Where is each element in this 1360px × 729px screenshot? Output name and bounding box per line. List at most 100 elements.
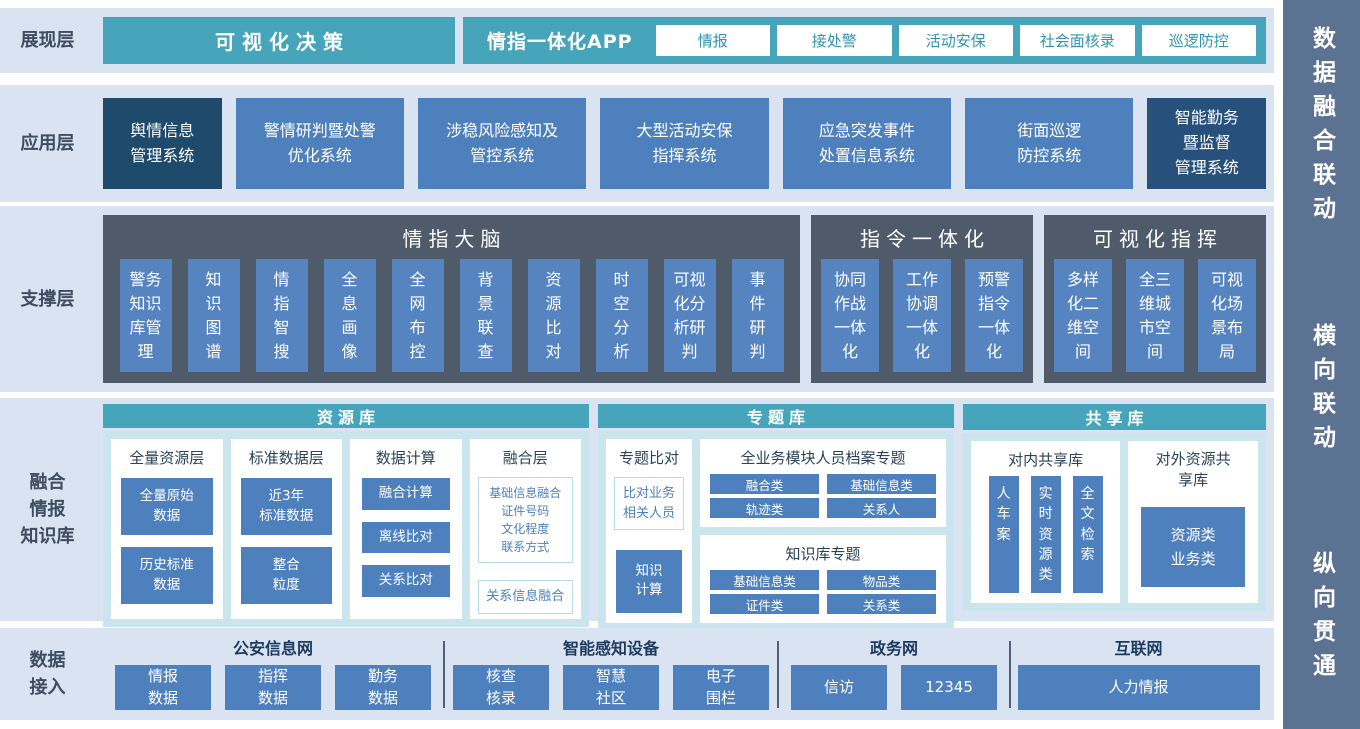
knowledge-content: 资源库 全量资源层 全量原始 数据 历史标准 数据 标准数据层 近3年 标准数据… bbox=[95, 398, 1274, 631]
box-command-data: 指挥 数据 bbox=[225, 665, 321, 710]
access-divider-2 bbox=[777, 641, 779, 708]
panel-external-share-header: 对外资源共 享库 bbox=[1155, 450, 1231, 489]
brain-item-smart-search: 情 指 智 搜 bbox=[255, 259, 308, 372]
pill-trajectory-class: 轨迹类 bbox=[710, 498, 819, 518]
app-button-event-security[interactable]: 活动安保 bbox=[898, 25, 1014, 56]
smart-sensing-boxes: 核查 核录 智慧 社区 电子 围栏 bbox=[445, 665, 777, 710]
panel-person-archive-header: 全业务模块人员档案专题 bbox=[740, 449, 906, 467]
pill-kb-relations: 关系类 bbox=[827, 594, 936, 614]
app-button-social-check[interactable]: 社会面核录 bbox=[1020, 25, 1135, 56]
cmd-item-warning-order: 预警 指令 一体 化 bbox=[965, 259, 1023, 372]
box-offline-compare: 离线比对 bbox=[362, 521, 450, 554]
layer-label-presentation: 展现层 bbox=[20, 30, 75, 51]
box-realtime-resource: 实 时 资 源 类 bbox=[1030, 476, 1061, 593]
col-topic-compare-header: 专题比对 bbox=[618, 449, 679, 467]
group-internet: 互联网 人力情报 bbox=[1011, 633, 1266, 710]
layer-label-access: 数据 接入 bbox=[29, 650, 66, 698]
integrated-app-bar: 情指一体化APP 情报 接处警 活动安保 社会面核录 巡逻防控 bbox=[463, 17, 1266, 64]
viz-item-scene-layout: 可视 化场 景布 局 bbox=[1198, 259, 1256, 372]
app-button-patrol[interactable]: 巡逻防控 bbox=[1141, 25, 1256, 56]
group-gov-network-header: 政务网 bbox=[869, 639, 918, 658]
section-topic-lib: 专题库 专题比对 比对业务 相关人员 知识 计算 全业务模块人员档案专题 融合类… bbox=[598, 404, 954, 631]
rail-label-horizontal-link: 横向联动 bbox=[1308, 322, 1335, 459]
section-resource-lib: 资源库 全量资源层 全量原始 数据 历史标准 数据 标准数据层 近3年 标准数据… bbox=[103, 404, 589, 627]
panel-internal-share: 对内共享库 人 车 案 实 时 资 源 类 全 文 检 索 bbox=[971, 441, 1121, 603]
box-check-record: 核查 核录 bbox=[453, 665, 549, 710]
col-data-compute: 数据计算 融合计算 离线比对 关系比对 bbox=[350, 439, 462, 619]
system-emergency: 应急突发事件 处置信息系统 bbox=[782, 98, 952, 189]
panel-kb-topic-header: 知识库专题 bbox=[785, 545, 861, 563]
system-street-patrol: 街面巡逻 防控系统 bbox=[965, 98, 1134, 189]
box-compare-personnel: 比对业务 相关人员 bbox=[614, 477, 684, 530]
box-person-vehicle-case: 人 车 案 bbox=[988, 476, 1019, 593]
group-intel-brain-title: 情指大脑 bbox=[402, 227, 507, 251]
col-standard-data: 标准数据层 近3年 标准数据 整合 粒度 bbox=[230, 439, 342, 619]
pill-kb-certificates: 证件类 bbox=[710, 594, 819, 614]
presentation-layer-row: 展现层 可视化决策 情指一体化APP 情报 接处警 活动安保 社会面核录 巡逻防… bbox=[0, 8, 1274, 73]
pill-kb-basic-info: 基础信息类 bbox=[710, 570, 819, 590]
brain-item-network-control: 全 网 布 控 bbox=[391, 259, 444, 372]
resource-lib-header: 资源库 bbox=[103, 404, 589, 428]
kb-topic-pills: 基础信息类 物品类 证件类 关系类 bbox=[700, 568, 946, 623]
col-full-resource-header: 全量资源层 bbox=[129, 449, 205, 467]
app-button-dispatch[interactable]: 接处警 bbox=[777, 25, 892, 56]
internet-boxes: 人力情报 bbox=[1011, 665, 1266, 710]
pill-related-person: 关系人 bbox=[827, 498, 936, 518]
resource-lib-panel: 全量资源层 全量原始 数据 历史标准 数据 标准数据层 近3年 标准数据 整合 … bbox=[103, 431, 589, 627]
col-data-compute-header: 数据计算 bbox=[375, 449, 436, 467]
box-basic-info-fusion: 基础信息融合 证件号码 文化程度 联系方式 bbox=[477, 477, 573, 563]
box-3year-standard: 近3年 标准数据 bbox=[240, 478, 332, 536]
box-petition: 信访 bbox=[791, 665, 887, 710]
pill-kb-items: 物品类 bbox=[827, 570, 936, 590]
presentation-content: 可视化决策 情指一体化APP 情报 接处警 活动安保 社会面核录 巡逻防控 bbox=[95, 8, 1274, 73]
rail-label-vertical-through: 纵向贯通 bbox=[1308, 551, 1335, 687]
brain-item-spacetime-analysis: 时 空 分 析 bbox=[595, 259, 648, 372]
col-fusion-layer-header: 融合层 bbox=[502, 449, 548, 467]
access-layer-row: 数据 接入 公安信息网 情报 数据 指挥 数据 勤务 数据 智能感知设备 核查 … bbox=[0, 628, 1274, 720]
access-content: 公安信息网 情报 数据 指挥 数据 勤务 数据 智能感知设备 核查 核录 智慧 … bbox=[95, 628, 1274, 720]
group-command-items: 协同 作战 一体 化 工作 协调 一体 化 预警 指令 一体 化 bbox=[821, 259, 1023, 372]
group-police-network: 公安信息网 情报 数据 指挥 数据 勤务 数据 bbox=[103, 633, 443, 710]
system-duty-supervision: 智能勤务 暨监督 管理系统 bbox=[1147, 98, 1267, 189]
box-resource-business-class: 资源类 业务类 bbox=[1141, 507, 1246, 587]
layer-label-support: 支撑层 bbox=[20, 288, 75, 310]
layer-label-knowledge: 融合 情报 知识库 bbox=[20, 472, 75, 547]
group-gov-network: 政务网 信访 12345 bbox=[779, 633, 1009, 710]
group-smart-sensing-header: 智能感知设备 bbox=[562, 639, 659, 658]
box-fusion-compute: 融合计算 bbox=[362, 478, 450, 510]
system-event-command: 大型活动安保 指挥系统 bbox=[600, 98, 769, 189]
share-lib-panel: 对内共享库 人 车 案 实 时 资 源 类 全 文 检 索 对外资源共 享库 资… bbox=[963, 433, 1266, 611]
viz-item-3d-city: 全三 维城 市空 间 bbox=[1126, 259, 1184, 372]
box-history-standard-data: 历史标准 数据 bbox=[121, 547, 213, 605]
box-12345: 12345 bbox=[901, 665, 997, 710]
rail-label-data-fusion: 数据融合联动 bbox=[1308, 26, 1335, 230]
access-divider-1 bbox=[443, 641, 445, 708]
brain-item-visual-analysis: 可视 化分 析研 判 bbox=[663, 259, 716, 372]
section-share-lib: 共享库 对内共享库 人 车 案 实 时 资 源 类 全 文 检 索 对外资源共 … bbox=[963, 404, 1266, 611]
box-knowledge-compute: 知识 计算 bbox=[616, 549, 682, 613]
cmd-item-work-coord: 工作 协调 一体 化 bbox=[893, 259, 951, 372]
application-layer-row: 应用层 舆情信息 管理系统 警情研判暨处警 优化系统 涉稳风险感知及 管控系统 … bbox=[0, 85, 1274, 202]
support-content: 情指大脑 警务 知识 库管 理 知 识 图 谱 情 指 智 搜 全 息 画 像 … bbox=[95, 206, 1274, 392]
access-divider-3 bbox=[1009, 641, 1011, 708]
brain-item-background-check: 背 景 联 查 bbox=[459, 259, 512, 372]
pill-basic-info-class: 基础信息类 bbox=[827, 474, 936, 494]
topic-lib-panel: 专题比对 比对业务 相关人员 知识 计算 全业务模块人员档案专题 融合类 基础信… bbox=[598, 431, 954, 631]
cmd-item-joint-ops: 协同 作战 一体 化 bbox=[821, 259, 879, 372]
panel-person-archive: 全业务模块人员档案专题 融合类 基础信息类 轨迹类 关系人 bbox=[700, 439, 946, 527]
brain-item-police-kb: 警务 知识 库管 理 bbox=[119, 259, 172, 372]
app-button-intelligence[interactable]: 情报 bbox=[655, 25, 771, 56]
group-visual-command: 可视化指挥 多样 化二 维空 间 全三 维城 市空 间 可视 化场 景布 局 bbox=[1044, 215, 1266, 383]
visual-decision-box: 可视化决策 bbox=[103, 17, 455, 64]
system-alarm-analysis: 警情研判暨处警 优化系统 bbox=[235, 98, 404, 189]
box-raw-data: 全量原始 数据 bbox=[121, 478, 213, 536]
brain-item-resource-compare: 资 源 比 对 bbox=[527, 259, 580, 372]
internal-share-items: 人 车 案 实 时 资 源 类 全 文 检 索 bbox=[971, 474, 1120, 603]
box-smart-community: 智慧 社区 bbox=[563, 665, 659, 710]
application-content: 舆情信息 管理系统 警情研判暨处警 优化系统 涉稳风险感知及 管控系统 大型活动… bbox=[95, 85, 1274, 202]
box-granularity: 整合 粒度 bbox=[240, 547, 332, 605]
group-visual-command-items: 多样 化二 维空 间 全三 维城 市空 间 可视 化场 景布 局 bbox=[1054, 259, 1256, 372]
topic-right-panels: 全业务模块人员档案专题 融合类 基础信息类 轨迹类 关系人 知识库专题 基础信息… bbox=[700, 439, 946, 623]
system-public-opinion: 舆情信息 管理系统 bbox=[103, 98, 222, 189]
integrated-app-title: 情指一体化APP bbox=[487, 31, 633, 53]
